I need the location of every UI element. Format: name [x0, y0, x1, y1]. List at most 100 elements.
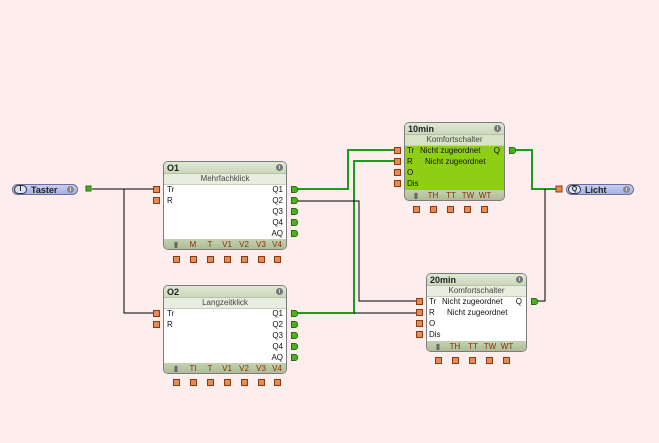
o1-param-pin[interactable] [274, 256, 281, 263]
20min-o-pin[interactable] [416, 320, 423, 327]
o2-param-pin[interactable] [241, 379, 248, 386]
pin-label: R [407, 157, 413, 166]
10min-param-pin[interactable] [430, 206, 437, 213]
20min-param-pin[interactable] [435, 357, 442, 364]
o1-param-pin[interactable] [207, 256, 214, 263]
info-icon[interactable]: i [276, 164, 283, 171]
o2-param-pin[interactable] [173, 379, 180, 386]
input-taster[interactable]: I Taster i [12, 184, 78, 195]
20min-param-pin[interactable] [452, 357, 459, 364]
10min-param-pin[interactable] [447, 206, 454, 213]
wire-o1q1-10min-tr[interactable] [297, 149, 397, 190]
o2-aq-pin[interactable] [291, 354, 298, 361]
o1-param-pin[interactable] [190, 256, 197, 263]
o2-q4-pin[interactable] [291, 343, 298, 350]
pin-label: R [429, 308, 435, 317]
licht-input-pin[interactable] [555, 185, 563, 193]
10min-param-pin[interactable] [413, 206, 420, 213]
o2-param-pin[interactable] [190, 379, 197, 386]
taster-output-pin[interactable] [85, 185, 92, 192]
params-bar: ▮ TH TT TW WT [405, 190, 504, 200]
block-type: Langzeitklick [164, 298, 286, 309]
info-icon[interactable]: i [516, 276, 523, 283]
20min-q-pin[interactable] [531, 298, 538, 305]
pin-label: Q [493, 146, 500, 155]
param-label: TH [449, 341, 461, 351]
param-label: TW [483, 341, 497, 351]
20min-dis-pin[interactable] [416, 331, 423, 338]
10min-r-pin[interactable] [394, 158, 401, 165]
wire-taster-o2-tr[interactable] [123, 189, 155, 314]
pin-label: Q3 [272, 207, 283, 216]
param-label: TI [189, 363, 197, 373]
o1-q1-pin[interactable] [291, 186, 298, 193]
o2-param-pin[interactable] [224, 379, 231, 386]
20min-param-pin[interactable] [503, 357, 510, 364]
block-type: Mehrfachklick [164, 174, 286, 185]
10min-param-pin[interactable] [464, 206, 471, 213]
o1-param-pin[interactable] [224, 256, 231, 263]
wire-o2q1-10min-r[interactable] [297, 160, 397, 314]
o1-param-pin[interactable] [173, 256, 180, 263]
o2-q1-pin[interactable] [291, 310, 298, 317]
pin-status: Nicht zugeordnet [425, 157, 486, 166]
param-label: V4 [272, 239, 282, 249]
o1-tr-pin[interactable] [153, 186, 160, 193]
pin-label: AQ [271, 353, 283, 362]
o2-r-pin[interactable] [153, 321, 160, 328]
param-label: TT [468, 341, 478, 351]
pin-label: Q1 [272, 309, 283, 318]
o1-aq-pin[interactable] [291, 230, 298, 237]
10min-tr-pin[interactable] [394, 147, 401, 154]
pin-status: Nicht zugeordnet [447, 308, 508, 317]
o2-param-pin[interactable] [207, 379, 214, 386]
o1-q2-pin[interactable] [291, 197, 298, 204]
params-bar: ▮ M T V1 V2 V3 V4 [164, 239, 286, 249]
info-icon[interactable]: i [494, 125, 501, 132]
o1-r-pin[interactable] [153, 197, 160, 204]
20min-param-pin[interactable] [469, 357, 476, 364]
o2-param-pin[interactable] [258, 379, 265, 386]
wire-10min-q-licht[interactable] [515, 149, 556, 190]
info-icon[interactable]: i [623, 186, 630, 193]
param-label: T [207, 239, 213, 249]
remanence-icon: ▮ [173, 363, 179, 373]
pin-status: Nicht zugeordnet [420, 146, 481, 155]
o1-q3-pin[interactable] [291, 208, 298, 215]
10min-dis-pin[interactable] [394, 180, 401, 187]
info-icon[interactable]: i [276, 288, 283, 295]
wire-o1q2-20min-tr[interactable] [297, 200, 419, 302]
o2-param-pin[interactable] [274, 379, 281, 386]
10min-q-pin[interactable] [509, 147, 516, 154]
remanence-icon: ▮ [173, 239, 179, 249]
10min-param-pin[interactable] [481, 206, 488, 213]
20min-r-pin[interactable] [416, 309, 423, 316]
20min-tr-pin[interactable] [416, 298, 423, 305]
o2-q3-pin[interactable] [291, 332, 298, 339]
pin-label: AQ [271, 229, 283, 238]
o1-param-pin[interactable] [258, 256, 265, 263]
output-licht[interactable]: Q Licht i [566, 184, 634, 195]
info-icon[interactable]: i [67, 186, 74, 193]
10min-o-pin[interactable] [394, 169, 401, 176]
params-bar: ▮ TI T V1 V2 V3 V4 [164, 363, 286, 373]
param-label: V3 [256, 363, 266, 373]
pin-label: Tr [429, 297, 437, 306]
o1-q4-pin[interactable] [291, 219, 298, 226]
param-label: V1 [222, 363, 232, 373]
o2-q2-pin[interactable] [291, 321, 298, 328]
block-type: Komfortschalter [405, 135, 504, 146]
o1-param-pin[interactable] [241, 256, 248, 263]
wire-20min-q-licht[interactable] [537, 189, 546, 302]
pin-label: Tr [407, 146, 415, 155]
block-id: O1 [167, 162, 180, 173]
20min-param-pin[interactable] [486, 357, 493, 364]
o2-tr-pin[interactable] [153, 310, 160, 317]
pin-label: Q3 [272, 331, 283, 340]
